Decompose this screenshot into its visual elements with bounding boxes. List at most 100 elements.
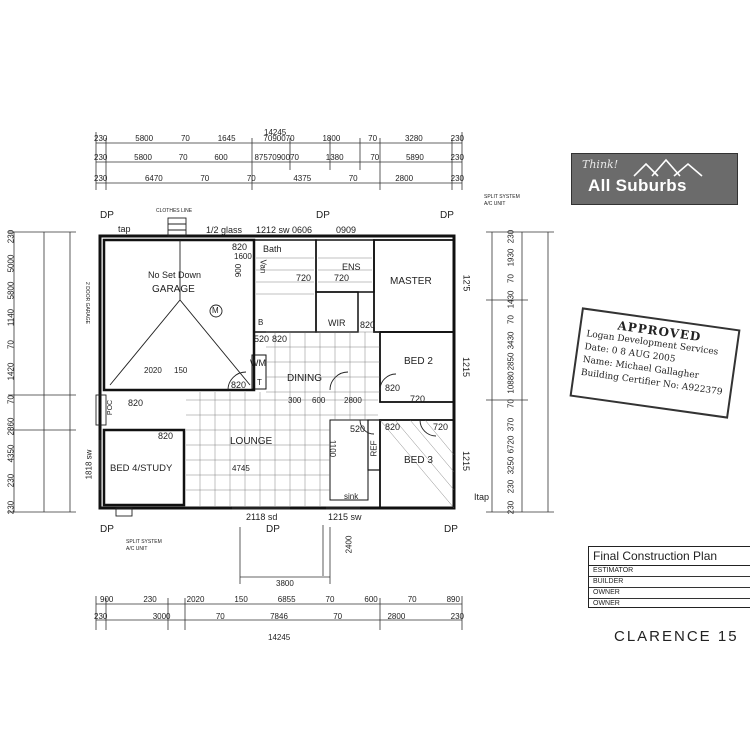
door-720-d: 720 <box>433 422 449 432</box>
dim-value: 1645 <box>217 134 236 143</box>
title-block-row: ESTIMATOR <box>589 566 750 577</box>
dim-value: 70 <box>370 153 380 162</box>
ensuite-label: ENS <box>342 262 361 272</box>
dim-value: 230 <box>94 174 108 183</box>
dim-value: 1420 <box>6 363 16 381</box>
dim-600: 600 <box>312 396 326 405</box>
dim-900: 900 <box>234 263 244 278</box>
master-label: MASTER <box>390 276 432 287</box>
door-820-f: 820 <box>385 422 401 432</box>
door-720-c: 720 <box>410 394 426 404</box>
dim-1600: 1600 <box>234 252 252 261</box>
dim-value: 5800 <box>6 281 16 300</box>
dim-2020: 2020 <box>144 366 162 375</box>
door-520-b: 520 <box>350 424 366 434</box>
bed2-label: BED 2 <box>404 356 433 367</box>
dim-value: 5000 <box>6 254 16 273</box>
dp-label-tm: DP <box>316 210 330 221</box>
split-system-label-tr: SPLIT SYSTEM <box>484 194 520 200</box>
dim-value: 2020 <box>186 595 205 604</box>
door-720-a: 720 <box>296 273 312 283</box>
project-name: CLARENCE 15 <box>614 628 739 645</box>
door-720-b: 720 <box>334 273 350 283</box>
dim-value: 3000 <box>152 612 171 621</box>
t-label: T <box>257 378 262 387</box>
dim-value: 5800 <box>135 134 154 143</box>
bed4-label: BED 4/STUDY <box>110 463 173 474</box>
dim-value: 4375 <box>293 174 312 183</box>
b-label: B <box>258 318 264 327</box>
dim-value: 70 <box>333 612 343 621</box>
door-820-a: 820 <box>232 242 248 252</box>
title-block-row: OWNER <box>589 588 750 599</box>
dp-label-tr: DP <box>440 210 454 221</box>
dim-300: 300 <box>288 396 302 405</box>
dim-value: 230 <box>450 153 464 162</box>
title-block: Final Construction Plan ESTIMATOR BUILDE… <box>588 546 750 608</box>
dim-value: 70 <box>6 340 16 350</box>
sink-label: sink <box>344 492 359 501</box>
dim-value: 890 <box>446 595 460 604</box>
itap-label: Itap <box>474 492 490 502</box>
wall-dim-3: 1215 <box>461 450 472 472</box>
dim-value: 70 <box>200 174 210 183</box>
door-820-c: 820 <box>360 320 376 330</box>
dim-value: 2860 <box>6 417 16 436</box>
dim-value: 2800 <box>387 612 406 621</box>
dim-value: 70 <box>325 595 335 604</box>
dim-value: 230 <box>506 500 516 515</box>
title-block-title: Final Construction Plan <box>589 547 750 566</box>
ac-unit-label-tr: A/C UNIT <box>484 201 506 207</box>
bed3-label: BED 3 <box>404 455 433 466</box>
dim-value: 5890 <box>405 153 424 162</box>
dim-value: 4350 <box>6 444 16 463</box>
watermark-think: Think! <box>582 158 619 171</box>
dp-label-bl: DP <box>100 524 114 535</box>
poc-label: POC <box>107 399 115 416</box>
dim-value: 1800 <box>322 134 341 143</box>
dim-1100: 1100 <box>328 439 338 458</box>
ac-unit-label-bl: A/C UNIT <box>126 546 148 552</box>
dim-value: 1140 <box>6 309 16 327</box>
dim-value: 230 <box>94 134 108 143</box>
dim-value: 5800 <box>134 153 152 162</box>
wall-dim-2: 1215 <box>461 356 472 378</box>
dim-value: 70 <box>246 174 256 183</box>
dim-value: 70 <box>407 595 417 604</box>
tap-label: tap <box>118 224 131 234</box>
watermark-brand: All Suburbs <box>588 176 687 195</box>
dp-label-br: DP <box>444 524 458 535</box>
lounge-label: LOUNGE <box>230 436 273 447</box>
ref-label: REF <box>369 440 379 457</box>
dim-value: 70 <box>348 174 358 183</box>
clothes-line-label: CLOTHES LINE <box>156 208 193 214</box>
dp-label-tl: DP <box>100 210 114 221</box>
sw-bottom-label: 1215 sw <box>328 512 362 522</box>
dim-value: 230 <box>450 134 464 143</box>
half-glass-label: 1/2 glass <box>206 225 243 235</box>
dim-value: 7090070 <box>263 134 295 143</box>
garage-label: GARAGE <box>152 284 195 295</box>
sw-top-label: 1212 sw 0606 <box>256 225 313 235</box>
garage-note: No Set Down <box>148 270 202 280</box>
dim-value: 70 <box>6 394 16 404</box>
dim-value: 70 <box>215 612 225 621</box>
door-820-h: 820 <box>128 398 144 408</box>
dim-value: 1380 <box>325 153 344 162</box>
dim-value: 900 <box>100 595 114 604</box>
vanity-label: Van <box>258 259 268 274</box>
dim-value: 230 <box>450 174 464 183</box>
door-820-b: 820 <box>272 334 288 344</box>
dim-value: 7846 <box>270 612 288 621</box>
sw-left-label: 1818 sw <box>84 449 94 480</box>
dim-150: 150 <box>174 366 188 375</box>
garage-door-label: 2 DOOR GARAGE <box>83 282 90 324</box>
wir-label: WIR <box>328 318 346 328</box>
all-suburbs-watermark: Think! All Suburbs <box>571 153 738 205</box>
